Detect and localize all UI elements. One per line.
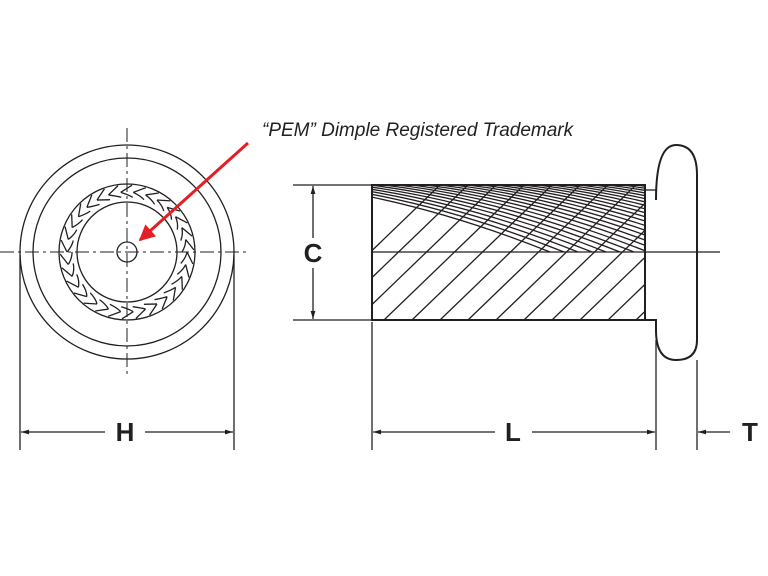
knurl-tooth: [71, 214, 84, 229]
label-h: H: [116, 417, 135, 447]
knurl-line: [439, 185, 645, 236]
knurl-line: [579, 185, 645, 197]
dimple-note: “PEM” Dimple Registered Trademark: [262, 120, 575, 141]
knurl-tooth: [95, 299, 110, 312]
label-t: T: [742, 417, 758, 447]
knurl-line: [551, 185, 645, 203]
dimension-t: T: [696, 360, 758, 450]
knurl-tooth: [61, 263, 75, 277]
knurl-tooth: [180, 227, 193, 241]
knurl-line: [372, 193, 565, 252]
knurl-line: [607, 185, 645, 192]
knurl-line: [481, 185, 645, 222]
knurl-ring: [59, 184, 195, 320]
knurl-tooth: [132, 306, 146, 319]
knurl-tooth: [181, 239, 195, 253]
knurl-tooth: [96, 188, 111, 201]
knurl-tooth: [120, 184, 134, 198]
knurl-line: [425, 185, 645, 241]
knurl-tooth: [180, 251, 194, 265]
knurl-line: [537, 185, 645, 206]
label-l: L: [505, 417, 521, 447]
helix-line: [579, 256, 645, 320]
knurl-tooth: [59, 251, 73, 265]
knurl-line: [467, 185, 645, 227]
knurl-tooth: [60, 239, 74, 253]
dimension-l: L: [371, 322, 657, 450]
knurl-line: [650, 185, 768, 252]
knurl-line: [495, 185, 645, 218]
helix-line: [607, 283, 645, 320]
knurl-line: [411, 185, 645, 247]
knurl-line: [565, 185, 645, 200]
knurl-line: [664, 185, 768, 252]
knurl-tooth: [145, 192, 159, 205]
dimension-c: C: [293, 184, 372, 321]
knurl-tooth: [108, 185, 122, 198]
knurl-tooth: [66, 274, 80, 288]
knurl-line: [372, 185, 621, 252]
knurl-tooth: [64, 226, 78, 241]
head-flange: [644, 143, 698, 362]
knurl-tooth: [176, 264, 190, 278]
knurl-tooth: [107, 303, 122, 317]
dimension-h: H: [19, 255, 235, 450]
knurl-line: [453, 185, 645, 231]
knurl-tooth: [77, 203, 91, 218]
dimple-arrow: [138, 141, 250, 242]
knurl-line: [372, 188, 593, 252]
knurl-tooth: [154, 295, 168, 310]
knurl-tooth: [156, 199, 171, 212]
knurl-line: [523, 185, 645, 210]
knurl-tooth: [163, 286, 177, 301]
end-view: [0, 128, 250, 378]
knurl-tooth: [83, 292, 98, 305]
knurl-tooth: [86, 194, 100, 209]
knurl-tooth: [174, 216, 188, 230]
knurl-tooth: [132, 187, 147, 201]
label-c: C: [304, 238, 323, 268]
knurl-line: [372, 191, 579, 252]
knurl-tooth: [121, 306, 134, 320]
knurl-tooth: [73, 283, 88, 298]
knurl-line: [692, 185, 768, 252]
knurl-line: [678, 185, 768, 252]
knurl-line: [509, 185, 645, 214]
knurl-tooth: [171, 275, 183, 290]
knurl-tooth: [143, 303, 158, 316]
knurl-line: [397, 185, 645, 252]
knurl-line: [372, 196, 551, 252]
side-view: [371, 143, 768, 362]
knurl-line: [383, 185, 635, 252]
knurl-line: [372, 186, 607, 252]
knurl-line: [593, 185, 645, 194]
